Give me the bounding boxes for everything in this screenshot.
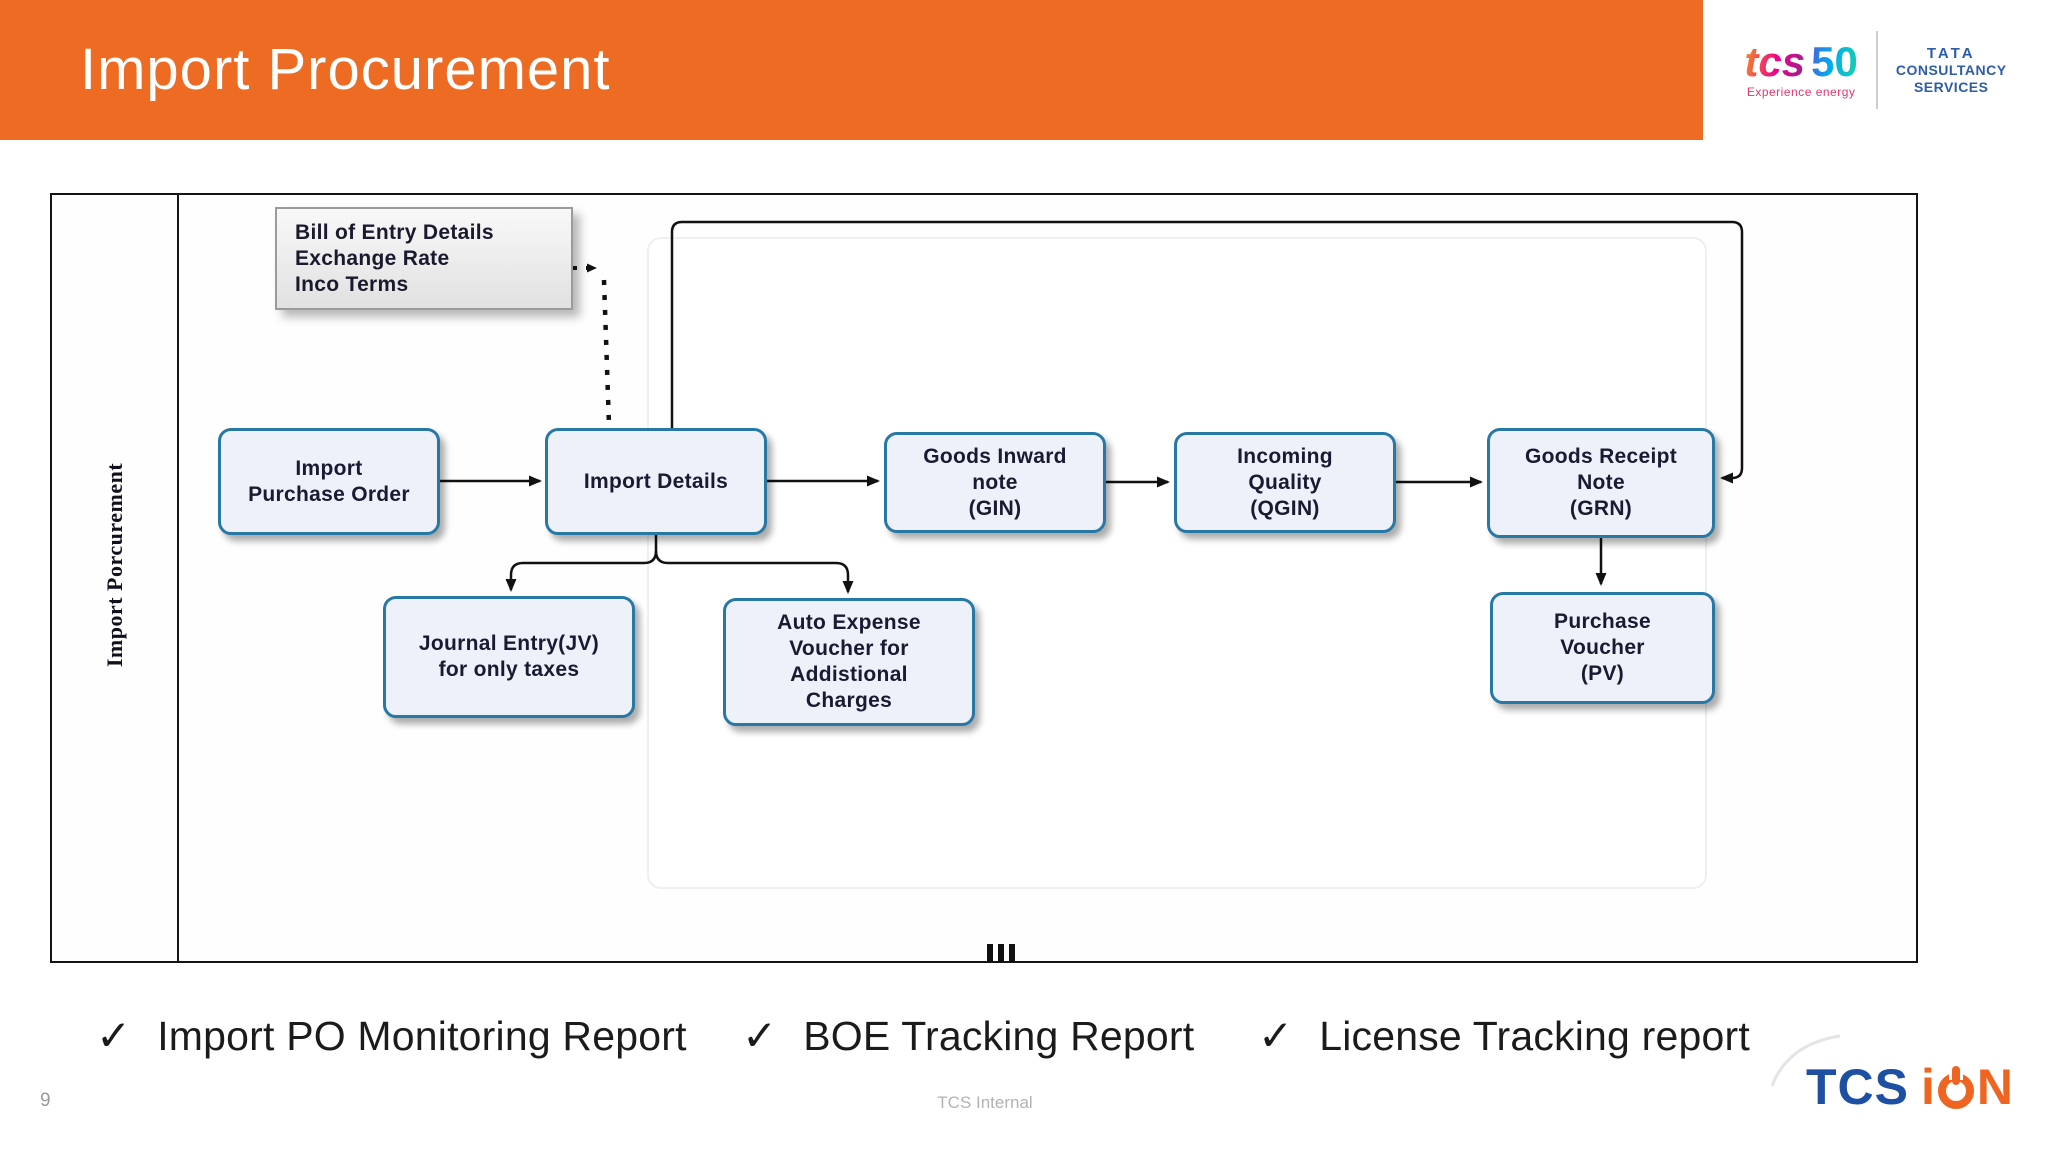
bullet-label: BOE Tracking Report: [803, 1013, 1195, 1059]
node-auto-expense-voucher: Auto Expense Voucher for Addistional Cha…: [723, 598, 975, 726]
note-box-text: Bill of Entry Details Exchange Rate Inco…: [295, 220, 494, 296]
tcs50-tagline: Experience energy: [1746, 85, 1856, 99]
node-import-details: Import Details: [545, 428, 767, 535]
node-goods-inward-note: Goods Inward note (GIN): [884, 432, 1106, 533]
flowchart-inner-container: [647, 237, 1707, 889]
lane-label: Import Porcurement: [102, 462, 127, 668]
node-purchase-voucher: Purchase Voucher (PV): [1490, 592, 1715, 704]
lane-divider: [177, 193, 179, 963]
power-button-icon: [1936, 1064, 1976, 1110]
tcs50-logo: tcs 50 Experience energy: [1744, 38, 1858, 100]
bullet-label: License Tracking report: [1319, 1013, 1750, 1059]
tcs-ion-logo-n: N: [1976, 1059, 2014, 1115]
node-import-purchase-order-label: Import Purchase Order: [248, 456, 410, 506]
node-journal-entry: Journal Entry(JV) for only taxes: [383, 596, 635, 718]
tata-logo: TATA CONSULTANCY SERVICES: [1896, 45, 2007, 96]
check-icon: ✓: [742, 1012, 778, 1059]
node-incoming-quality: Incoming Quality (QGIN): [1174, 432, 1396, 533]
check-icon: ✓: [96, 1012, 132, 1059]
node-auto-expense-voucher-label: Auto Expense Voucher for Addistional Cha…: [777, 611, 921, 712]
node-goods-inward-note-label: Goods Inward note (GIN): [923, 444, 1067, 520]
page-title: Import Procurement: [80, 37, 611, 102]
check-icon: ✓: [1258, 1012, 1294, 1059]
node-goods-receipt-note: Goods Receipt Note (GRN): [1487, 428, 1715, 538]
node-purchase-voucher-label: Purchase Voucher (PV): [1554, 610, 1651, 685]
bullet-import-po-monitoring-report: ✓ Import PO Monitoring Report: [96, 1010, 687, 1062]
tcs50-logo-tcs: tcs: [1744, 38, 1806, 85]
tcs-ion-logo-tcs: TCS: [1806, 1059, 1909, 1115]
tata-logo-line1: TATA: [1926, 44, 1976, 62]
note-box: Bill of Entry Details Exchange Rate Inco…: [275, 207, 573, 310]
tata-logo-line2: CONSULTANCY: [1895, 61, 2007, 78]
bullet-boe-tracking-report: ✓ BOE Tracking Report: [742, 1010, 1194, 1062]
node-goods-receipt-note-label: Goods Receipt Note (GRN): [1524, 445, 1678, 520]
node-import-details-label: Import Details: [583, 469, 729, 493]
bullet-license-tracking-report: ✓ License Tracking report: [1258, 1010, 1750, 1062]
brand-logo-panel: tcs 50 Experience energy TATA CONSULTANC…: [1703, 0, 2048, 140]
page-number: 9: [40, 1090, 51, 1111]
node-import-purchase-order: Import Purchase Order: [218, 428, 440, 535]
classification-text: TCS Internal: [937, 1093, 1033, 1112]
node-journal-entry-label: Journal Entry(JV) for only taxes: [418, 632, 600, 681]
node-incoming-quality-label: Incoming Quality (QGIN): [1237, 444, 1333, 520]
tcs-ion-logo-i: i: [1921, 1059, 1935, 1115]
tcs50-logo-fifty: 50: [1811, 38, 1858, 85]
tata-logo-line3: SERVICES: [1913, 78, 1989, 95]
logo-divider: [1875, 31, 1878, 109]
header-bar: [0, 0, 1703, 140]
bullet-label: Import PO Monitoring Report: [157, 1013, 687, 1059]
